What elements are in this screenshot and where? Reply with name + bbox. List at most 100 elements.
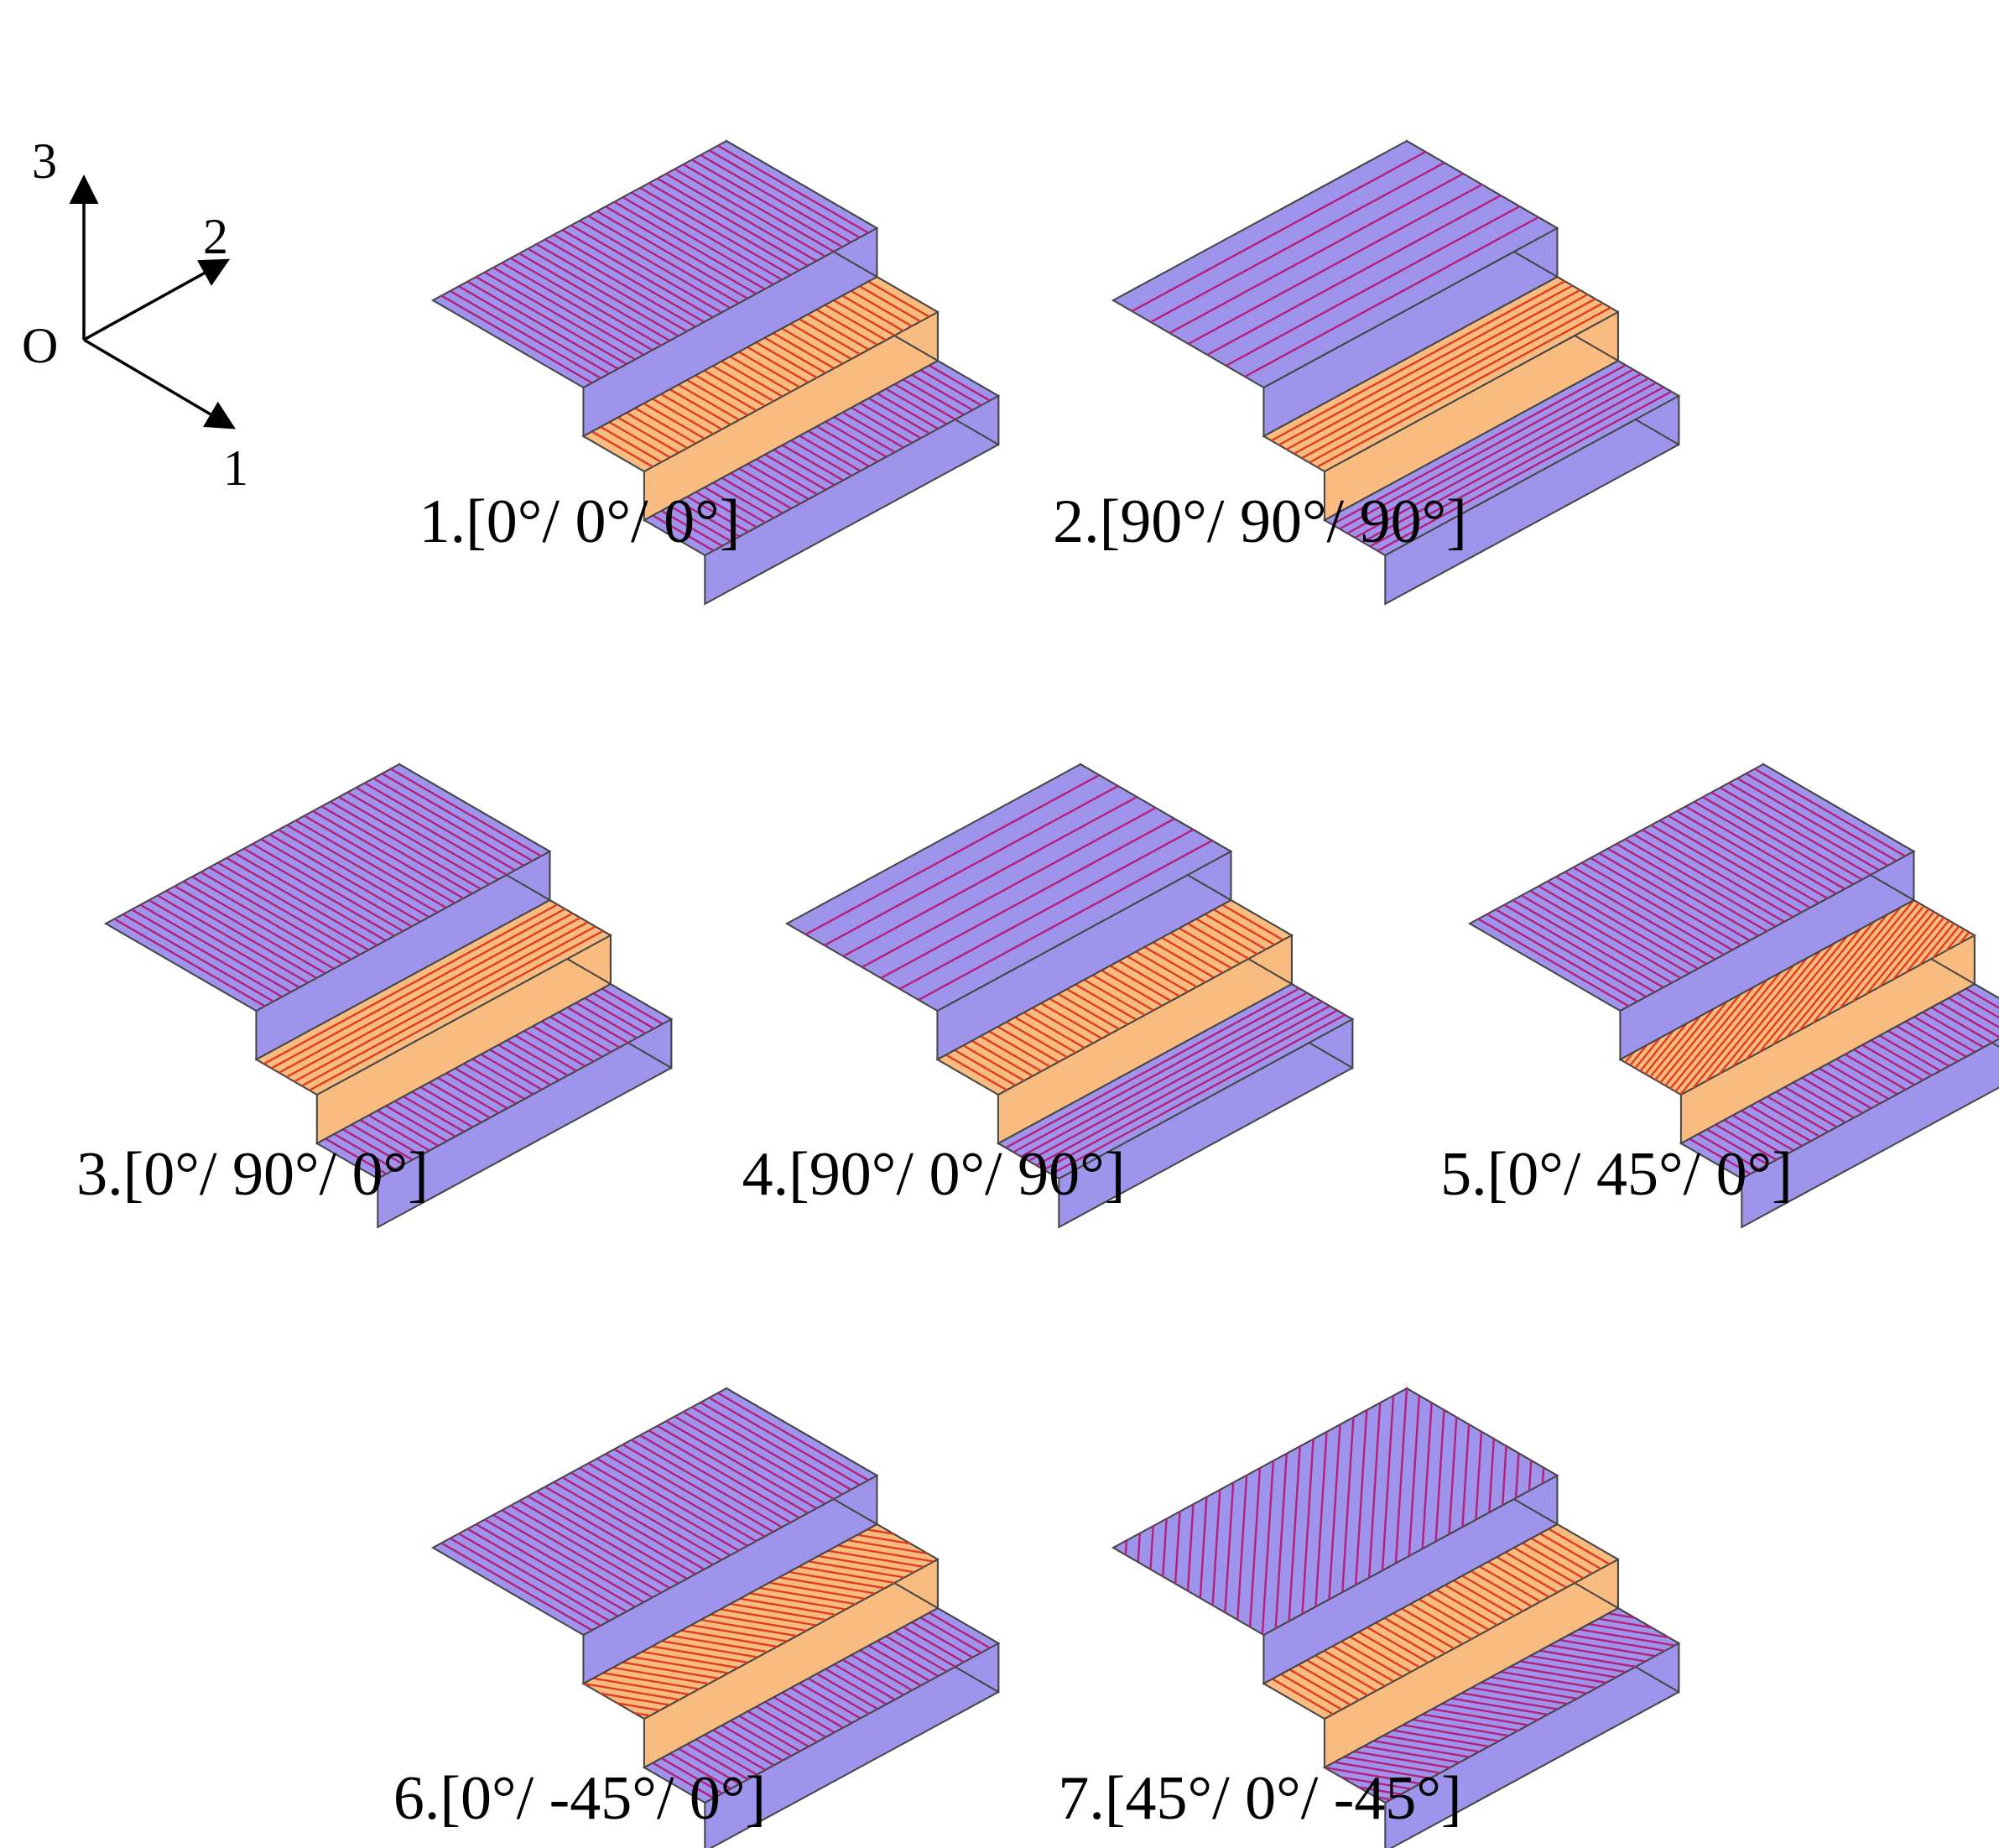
ply-1-fiber-line xyxy=(700,154,852,243)
ply-1-fiber-line xyxy=(570,1471,722,1561)
ply-3-fiber-line xyxy=(721,1724,783,1762)
ply-3-fiber-line xyxy=(867,397,930,435)
ply-2-fiber-line xyxy=(1031,1007,1094,1044)
ply-1-fiber-line xyxy=(1206,194,1502,357)
ply-2-fiber-line xyxy=(1294,293,1589,455)
ply-3-fiber-line xyxy=(893,1630,956,1668)
ply-3-fiber-line xyxy=(1491,1676,1587,1694)
ply-2-fiber-line xyxy=(827,1549,924,1569)
ply-2-fiber-line xyxy=(1301,298,1596,460)
ply-3-fiber-line xyxy=(367,1114,430,1152)
ply-2-fiber-line xyxy=(1288,1668,1351,1706)
ply-3-fiber-line xyxy=(1723,1119,1786,1157)
ply-2-fiber-line xyxy=(1470,1569,1533,1607)
ply-1-fiber-line xyxy=(1248,1467,1262,1627)
ply-2-fiber-line xyxy=(1427,1593,1490,1631)
ply-3-fiber-line xyxy=(781,1691,844,1729)
ply-1-fiber-line xyxy=(492,266,645,356)
ply-3-fiber-line xyxy=(1706,1128,1768,1166)
ply-3-fiber-line xyxy=(1510,1665,1607,1684)
ply-2-fiber-line xyxy=(1659,1001,1728,1084)
ply-1-fiber-line xyxy=(708,149,861,239)
ply-2-fiber-line xyxy=(1270,280,1566,442)
ply-3-fiber-line xyxy=(652,514,715,552)
ply-1-fiber-line xyxy=(1301,1439,1314,1615)
ply-3-fiber-line xyxy=(1357,1786,1402,1796)
ply-2-fiber-line xyxy=(1812,899,1915,1024)
ply-1-fiber-line xyxy=(1538,885,1690,975)
ply-2-fiber-line xyxy=(841,294,904,332)
ply-2-fiber-line xyxy=(818,1554,914,1574)
ply-3-fiber-line xyxy=(1930,1006,1993,1044)
ply-1-fiber-line xyxy=(217,862,369,951)
ply-2-fiber-line xyxy=(859,285,921,323)
ply-2-fiber-line xyxy=(850,289,913,327)
ply-2-fiber-line xyxy=(1758,928,1861,1053)
laminate-caption-2: 2.[90°/ 90°/ 90°] xyxy=(1053,487,1467,556)
ply-1-fiber-line xyxy=(113,918,266,1007)
ply-3-fiber-line xyxy=(1569,1633,1666,1653)
ply-1-fiber-line xyxy=(1736,777,1889,867)
ply-3-fiber-line xyxy=(756,458,818,496)
ply-1-fiber-line xyxy=(1149,1526,1154,1569)
ply-3-fiber-line xyxy=(1520,1660,1616,1679)
laminate-caption-7: 7.[45°/ 0°/ -45°] xyxy=(1058,1764,1461,1833)
ply-3-fiber-line xyxy=(592,992,655,1030)
ply-3-fiber-line xyxy=(712,1729,775,1767)
ply-3-fiber-line xyxy=(480,1053,543,1091)
ply-2-fiber-line xyxy=(1453,1580,1515,1617)
ply-1-fiber-line xyxy=(717,144,869,234)
ply-2-fiber-line xyxy=(1297,1663,1360,1701)
ply-2-fiber-line xyxy=(1972,934,1976,937)
ply-1-fiber-line xyxy=(243,847,395,937)
ply-2-fiber-line xyxy=(781,327,844,365)
ply-2-fiber-line xyxy=(1522,1542,1585,1580)
ply-3-fiber-line xyxy=(1549,1644,1646,1663)
ply-3-fiber-line xyxy=(911,373,974,411)
ply-3-fiber-line xyxy=(773,449,836,487)
ply-2-fiber-line xyxy=(1654,1007,1715,1081)
ply-3-fiber-line xyxy=(877,393,939,430)
ply-2-fiber-line xyxy=(847,1538,928,1555)
ply-3-fiber-line xyxy=(1471,1686,1568,1705)
ply-2-fiber-line xyxy=(729,355,792,393)
ply-2-fiber-line xyxy=(671,1634,768,1653)
ply-1-fiber-line xyxy=(1728,782,1880,872)
ply-2-fiber-line xyxy=(1487,1560,1550,1598)
laminate-panel-4: 4.[90°/ 0°/ 90°] xyxy=(742,763,1355,1229)
ply-3-fiber-line xyxy=(903,378,965,416)
ply-1-fiber-line xyxy=(1521,894,1673,984)
axis-1-arrow xyxy=(83,338,237,429)
ply-2-fiber-line xyxy=(807,313,870,351)
ply-2-fiber-line xyxy=(1135,950,1198,988)
ply-1-fiber-line xyxy=(1719,786,1871,876)
laminate-panels: 1.[0°/ 0°/ 0°]2.[90°/ 90°/ 90°]3.[0°/ 90… xyxy=(76,139,1999,1848)
ply-1-fiber-line xyxy=(509,1504,662,1594)
ply-2-fiber-line xyxy=(591,430,653,468)
ply-1-fiber-line xyxy=(458,1533,610,1622)
ply-1-fiber-line xyxy=(329,800,482,890)
ply-3-fiber-line xyxy=(1956,992,1999,1019)
ply-3-fiber-line xyxy=(1757,1100,1820,1137)
ply-1-fiber-line xyxy=(286,824,439,914)
ply-1-fiber-line xyxy=(252,842,404,933)
ply-3-fiber-line xyxy=(393,1100,456,1137)
ply-3-fiber-line xyxy=(893,383,956,420)
ply-3-fiber-line xyxy=(833,1663,896,1701)
ply-1-fiber-line xyxy=(1581,862,1733,951)
ply-2-fiber-line xyxy=(612,1666,710,1685)
ply-3-fiber-line xyxy=(471,1058,534,1096)
ply-1-fiber-line xyxy=(1124,1540,1128,1555)
ply-2-fiber-line xyxy=(1435,1589,1498,1627)
ply-1-fiber-line xyxy=(304,815,456,904)
ply-3-fiber-line xyxy=(851,1653,914,1691)
ply-2-fiber-line xyxy=(1772,921,1875,1046)
ply-2-fiber-line xyxy=(1692,964,1795,1089)
ply-3-fiber-line xyxy=(1005,987,1300,1149)
ply-1-fiber-line xyxy=(1754,768,1906,857)
ply-1-fiber-line xyxy=(544,1486,696,1575)
ply-1-fiber-line xyxy=(1381,1395,1395,1571)
ply-3-fiber-line xyxy=(747,1710,809,1747)
ply-1-fiber-line xyxy=(1162,1518,1168,1577)
